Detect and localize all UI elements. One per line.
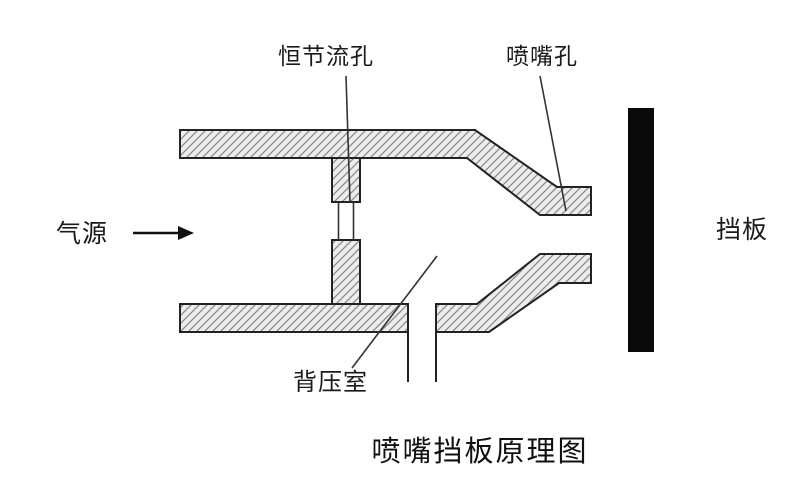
air-source-label: 气源 (56, 221, 109, 248)
back-pressure-chamber-label: 背压室 (293, 370, 368, 396)
lower-pipe-wall-left (179, 303, 409, 333)
output-tube-walls (407, 304, 437, 382)
flapper-label: 挡板 (716, 217, 769, 244)
nozzle-hole-label: 喷嘴孔 (506, 44, 578, 69)
lower-pipe-wall-right (435, 253, 592, 333)
nozzle-leader-line (539, 75, 567, 212)
orifice-plate-lower (331, 239, 361, 305)
flow-arrow-icon (133, 226, 194, 240)
orifice-plate-upper (331, 157, 361, 203)
diagram-title: 喷嘴挡板原理图 (371, 436, 589, 468)
orifice-label: 恒节流孔 (278, 44, 374, 69)
flapper-plate (628, 108, 654, 352)
orifice-leader-line (345, 75, 351, 203)
restriction-orifice-opening (337, 202, 355, 240)
back-chamber-leader-line (351, 255, 438, 369)
upper-pipe-wall (179, 129, 592, 216)
